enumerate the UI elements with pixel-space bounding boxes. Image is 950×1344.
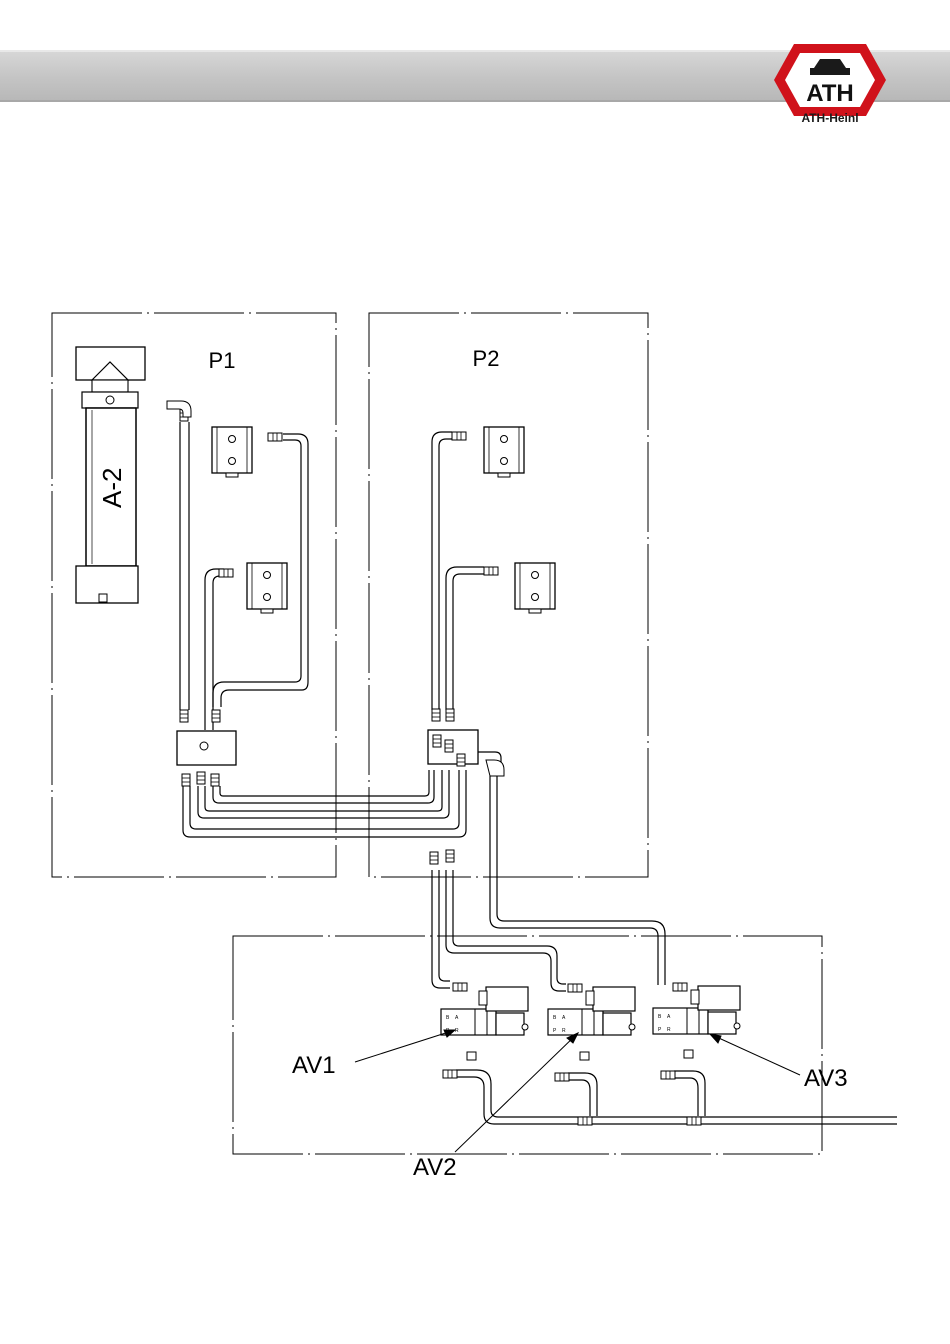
valve-leaders <box>355 1030 800 1152</box>
p2-fittings <box>432 432 498 721</box>
cylinder-label: A-2 <box>97 468 127 508</box>
p2-cylinder-2 <box>515 563 555 613</box>
p1-cylinder-1 <box>212 427 252 477</box>
label-av3: AV3 <box>804 1065 848 1092</box>
p1-p2-pipes <box>183 770 466 837</box>
p1-cylinder-2 <box>247 563 287 613</box>
p2-pipes <box>432 432 484 710</box>
label-av1: AV1 <box>292 1052 336 1079</box>
p2-cylinder-1 <box>484 427 524 477</box>
supply-pipes <box>432 752 665 991</box>
panel-p1-label: P1 <box>209 348 236 373</box>
panel-p2-label: P2 <box>473 346 500 371</box>
p1-manifold-fittings <box>182 772 219 786</box>
valve-av3 <box>653 986 740 1034</box>
valve-av2 <box>548 987 635 1035</box>
label-av2: AV2 <box>413 1154 457 1181</box>
panel-p2-frame <box>369 313 648 877</box>
valve-av1 <box>441 987 528 1035</box>
